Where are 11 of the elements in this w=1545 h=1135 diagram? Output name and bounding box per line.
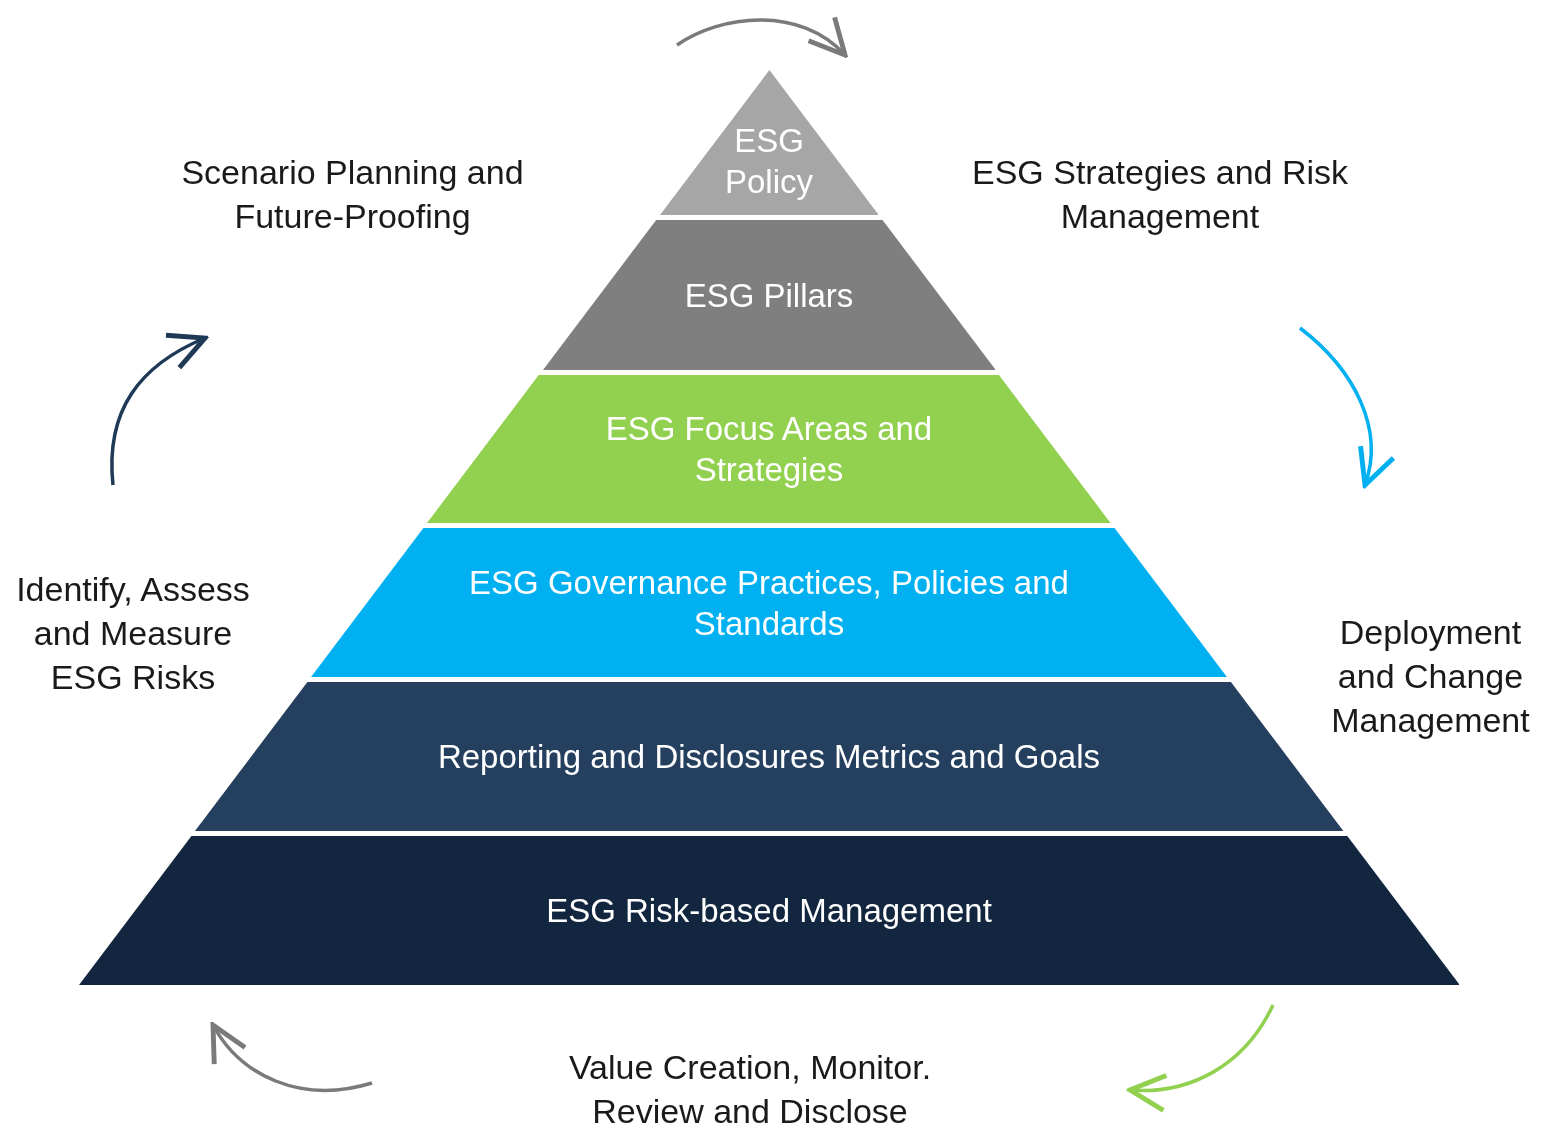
- stage-label: Identify, Assess and Measure ESG Risks: [2, 567, 264, 699]
- layer-label: ESG Governance Practices, Policies and Standards: [468, 562, 1070, 644]
- layer-label: Reporting and Disclosures Metrics and Goals: [436, 737, 1102, 777]
- stage-label: Deployment and Change Management: [1318, 610, 1543, 742]
- layer-label: ESG Policy: [723, 120, 814, 202]
- stage-label: Value Creation, Monitor. Review and Disclose: [545, 1045, 955, 1133]
- layer-label: ESG Pillars: [683, 275, 855, 316]
- stage-label: ESG Strategies and Risk Management: [950, 150, 1370, 238]
- layer-label: ESG Risk-based Management: [545, 891, 993, 931]
- stage-label: Scenario Planning and Future-Proofing: [160, 150, 545, 238]
- layer-label: ESG Focus Areas and Strategies: [604, 409, 934, 490]
